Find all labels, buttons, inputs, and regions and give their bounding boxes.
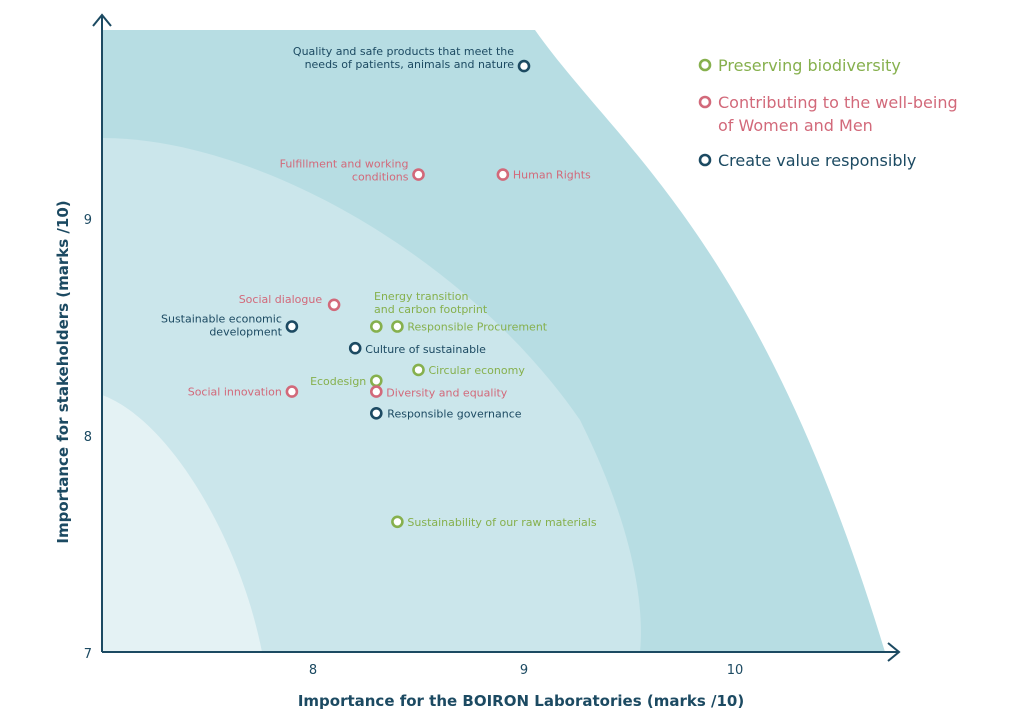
data-point (369, 385, 383, 398)
point-label: Ecodesign (310, 375, 366, 388)
tick-labels: 8 9 10 7 8 9 (84, 213, 744, 678)
y-tick-label: 8 (84, 430, 92, 445)
legend-item-value: Create value responsibly (698, 151, 916, 170)
point-label: Social innovation (188, 386, 282, 399)
data-point (391, 320, 404, 333)
data-point (285, 385, 299, 398)
legend-marker (698, 153, 712, 167)
legend-marker (698, 95, 712, 109)
data-point (348, 341, 362, 355)
data-point (327, 298, 341, 312)
y-axis-arrow (92, 13, 112, 27)
band-inner (102, 395, 262, 652)
data-point (369, 374, 383, 388)
y-axis-title: Importance for stakeholders (marks /10) (54, 200, 72, 543)
data-point (391, 515, 404, 529)
data-point (369, 406, 383, 420)
x-axis-arrow (887, 642, 901, 662)
data-point (412, 168, 425, 181)
legend-label: Preserving biodiversity (718, 56, 901, 75)
legend-label: Create value responsibly (718, 151, 916, 170)
point-label: Diversity and equality (386, 387, 508, 400)
data-point (285, 320, 299, 333)
data-point (517, 59, 531, 73)
x-axis-title: Importance for the BOIRON Laboratories (… (298, 692, 744, 710)
point-label: Sustainability of our raw materials (407, 516, 596, 529)
point-label: Circular economy (429, 364, 526, 377)
data-point (412, 363, 425, 377)
x-tick-label: 8 (309, 663, 317, 678)
axes (92, 13, 901, 662)
x-tick-label: 10 (727, 663, 744, 678)
x-tick-label: 9 (520, 663, 528, 678)
point-label: Human Rights (513, 169, 591, 182)
point-label: Responsible Procurement (407, 321, 547, 334)
point-label: Social dialogue (239, 293, 323, 306)
data-point (369, 320, 383, 333)
data-point (496, 168, 510, 181)
y-tick-label: 7 (84, 647, 92, 662)
point-label: Culture of sustainable (365, 343, 486, 356)
legend-item-biodiversity: Preserving biodiversity (698, 56, 901, 75)
legend-marker (698, 58, 712, 72)
y-tick-label: 9 (84, 213, 92, 228)
point-label: Responsible governance (387, 407, 521, 420)
